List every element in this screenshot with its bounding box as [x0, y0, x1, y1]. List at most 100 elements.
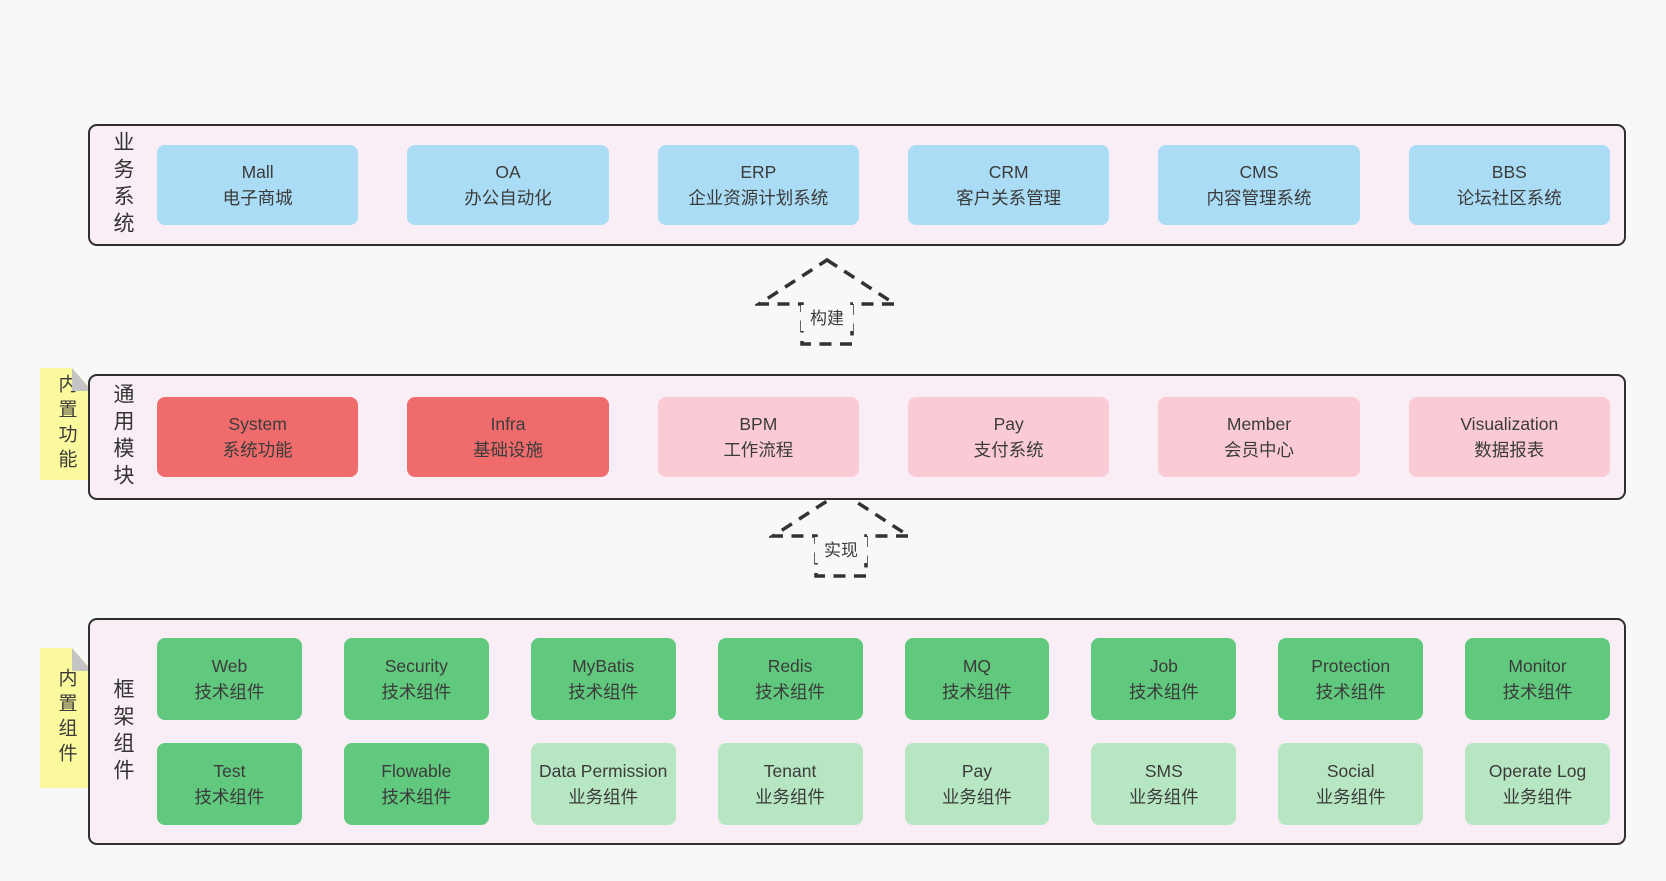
- sticky-note-label: 内置组件: [55, 668, 77, 768]
- build-arrow: 构建: [755, 257, 899, 346]
- box-name: Social: [1326, 761, 1375, 781]
- diagram-box-bbs: BBS 论坛社区系统: [1408, 145, 1610, 225]
- box-name: Web: [211, 656, 248, 676]
- implement-arrow: 实现: [769, 489, 913, 578]
- box-name: Pay: [993, 414, 1024, 434]
- build-arrow-label: 构建: [810, 309, 844, 328]
- box-name: Tenant: [763, 761, 817, 781]
- box-desc: 企业资源计划系统: [688, 188, 829, 208]
- diagram-box-protection: Protection 技术组件: [1278, 638, 1424, 720]
- sticky-note-built-in-features: 内置功能: [40, 368, 92, 480]
- diagram-box-mall: Mall 电子商城: [157, 145, 359, 225]
- diagram-box-social: Social 业务组件: [1278, 743, 1424, 825]
- box-desc: 技术组件: [381, 787, 452, 807]
- box-desc: 业务组件: [755, 787, 826, 807]
- box-desc: 支付系统: [973, 440, 1044, 460]
- box-desc: 论坛社区系统: [1456, 188, 1562, 208]
- box-name: Monitor: [1508, 656, 1567, 676]
- implement-arrow-outline: [769, 489, 913, 578]
- box-desc: 系统功能: [222, 440, 293, 460]
- diagram-box-visualization: Visualization 数据报表: [1408, 397, 1610, 477]
- box-desc: 数据报表: [1474, 440, 1545, 460]
- box-name: Redis: [767, 656, 813, 676]
- box-name: Protection: [1311, 656, 1391, 676]
- implement-arrow-label-bg: [815, 537, 867, 563]
- diagram-box-mq: MQ 技术组件: [904, 638, 1050, 720]
- box-desc: 技术组件: [941, 682, 1012, 702]
- box-desc: 基础设施: [472, 440, 543, 460]
- box-desc: 技术组件: [568, 682, 639, 702]
- box-name: Flowable: [381, 761, 452, 781]
- box-desc: 技术组件: [381, 682, 452, 702]
- box-desc: 业务组件: [568, 787, 639, 807]
- diagram-box-job: Job 技术组件: [1091, 638, 1237, 720]
- sticky-note-built-in-components: 内置组件: [40, 648, 92, 788]
- box-name: CRM: [988, 162, 1029, 182]
- diagram-box-tenant: Tenant 业务组件: [717, 743, 863, 825]
- build-arrow-outline: [755, 257, 899, 346]
- box-desc: 电子商城: [222, 188, 293, 208]
- diagram-box-sms: SMS 业务组件: [1091, 743, 1237, 825]
- implement-arrow-label: 实现: [824, 541, 858, 560]
- diagram-box-web: Web 技术组件: [157, 638, 302, 720]
- box-name: SMS: [1144, 761, 1183, 781]
- diagram-box-operate-log: Operate Log 业务组件: [1465, 743, 1610, 825]
- common-modules-side-label: 通用模块: [111, 383, 134, 491]
- box-name: Infra: [490, 414, 526, 434]
- build-arrow-label-bg: [801, 305, 853, 331]
- diagram-box-mybatis: MyBatis 技术组件: [530, 638, 676, 720]
- box-name: Job: [1149, 656, 1178, 676]
- box-desc: 技术组件: [1315, 682, 1386, 702]
- box-name: OA: [495, 162, 521, 182]
- business-systems-side-label: 业务系统: [111, 131, 134, 239]
- box-name: MyBatis: [572, 656, 635, 676]
- diagram-box-monitor: Monitor 技术组件: [1465, 638, 1610, 720]
- box-desc: 技术组件: [194, 787, 265, 807]
- box-name: Operate Log: [1488, 761, 1587, 781]
- framework-components-side-label: 框架组件: [111, 677, 134, 786]
- sticky-note-label: 内置功能: [55, 374, 77, 474]
- box-desc: 会员中心: [1223, 440, 1294, 460]
- diagram-box-pay: Pay 支付系统: [907, 397, 1110, 477]
- box-name: BBS: [1491, 162, 1527, 182]
- box-desc: 技术组件: [194, 682, 265, 702]
- diagram-box-flowable: Flowable 技术组件: [343, 743, 489, 825]
- box-desc: 技术组件: [1502, 682, 1573, 702]
- box-desc: 工作流程: [723, 440, 794, 460]
- diagram-box-system: System 系统功能: [157, 397, 359, 477]
- box-desc: 业务组件: [1502, 787, 1573, 807]
- box-name: CMS: [1239, 162, 1279, 182]
- box-name: MQ: [962, 656, 992, 676]
- box-desc: 技术组件: [1128, 682, 1199, 702]
- box-name: Security: [384, 656, 448, 676]
- box-name: System: [228, 414, 287, 434]
- diagram-box-infra: Infra 基础设施: [407, 397, 609, 477]
- diagram-box-member: Member 会员中心: [1158, 397, 1360, 477]
- box-name: Data Permission: [538, 761, 668, 781]
- box-desc: 技术组件: [755, 682, 826, 702]
- box-name: Member: [1226, 414, 1292, 434]
- diagram-box-test: Test 技术组件: [157, 743, 302, 825]
- box-desc: 业务组件: [1315, 787, 1386, 807]
- box-name: Visualization: [1460, 414, 1559, 434]
- diagram-box-security: Security 技术组件: [343, 638, 489, 720]
- box-name: Mall: [241, 162, 274, 182]
- box-desc: 业务组件: [1128, 787, 1199, 807]
- framework-components-panel: 框架组件 Web 技术组件 Security 技术组件 MyBatis 技术组件 Redis…: [88, 618, 1626, 845]
- box-name: Test: [213, 761, 246, 781]
- diagram-box-data-permission: Data Permission 业务组件: [530, 743, 676, 825]
